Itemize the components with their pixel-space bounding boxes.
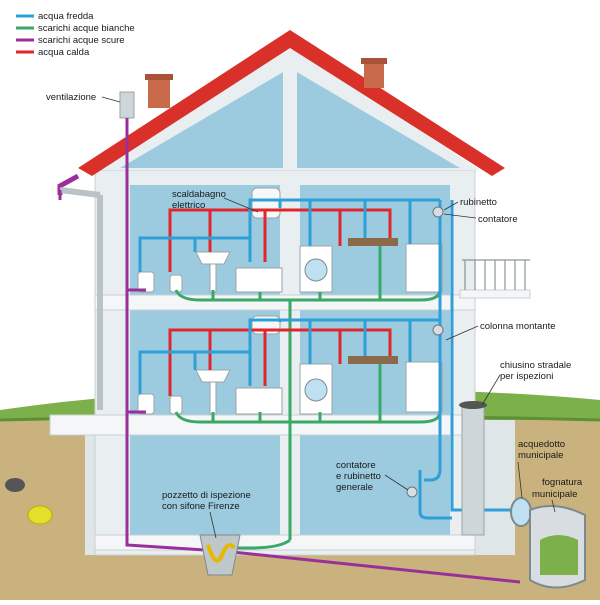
label-chiusino: per ispezioni [500, 371, 553, 382]
legend-label: scarichi acque bianche [38, 23, 135, 34]
room-basement-left [130, 435, 280, 535]
aqueduct-pipe [510, 497, 532, 527]
label-ventilazione: ventilazione [46, 92, 96, 103]
ground-pipe-yellow [27, 505, 53, 525]
balcony [459, 289, 531, 299]
attic-divider [283, 60, 297, 170]
white-water-drains [174, 246, 442, 550]
legend-label: acqua calda [38, 47, 90, 58]
manhole-cover [459, 401, 487, 409]
label-colonna-montante: colonna montante [480, 321, 556, 332]
floor-slab-2 [94, 294, 476, 311]
label-fognatura: municipale [532, 489, 577, 500]
label-contatore-generale: generale [336, 482, 373, 493]
leader-lines [101, 96, 556, 539]
hot-water-pipes [168, 208, 392, 396]
label-acquedotto: acquedotto [518, 439, 565, 450]
label-scaldabagno: scaldabagno [172, 189, 226, 200]
label-contatore: contatore [478, 214, 518, 225]
vent-cap [119, 91, 135, 119]
inspection-shaft [461, 404, 485, 536]
label-scaldabagno: elettrico [172, 200, 205, 211]
chimney-left [148, 78, 170, 108]
label-acquedotto: municipale [518, 450, 563, 461]
label-rubinetto: rubinetto [460, 197, 497, 208]
cold-water-pipes [138, 198, 520, 520]
upper-fixtures [137, 187, 443, 293]
siphon-icon [206, 543, 236, 563]
label-fognatura: fognatura [542, 477, 583, 488]
balcony-railing [462, 259, 530, 290]
main-meter-icon [406, 486, 418, 498]
meter-icon [432, 206, 444, 218]
label-chiusino: chiusino stradale [500, 360, 571, 371]
dark-water-drains [58, 118, 521, 584]
chimney-right [364, 62, 384, 88]
legend: acqua fredda scarichi acque bianche scar… [16, 11, 135, 58]
label-pozzetto: pozzetto di ispezione [162, 490, 251, 501]
legend-label: scarichi acque scure [38, 35, 125, 46]
label-contatore-generale: e rubinetto [336, 471, 381, 482]
label-pozzetto: con sifone Firenze [162, 501, 240, 512]
room-basement-right [300, 435, 450, 535]
legend-label: acqua fredda [38, 11, 94, 22]
meter-icon [432, 324, 444, 336]
ground-pipe-dark [5, 478, 25, 492]
label-contatore-generale: contatore [336, 460, 376, 471]
